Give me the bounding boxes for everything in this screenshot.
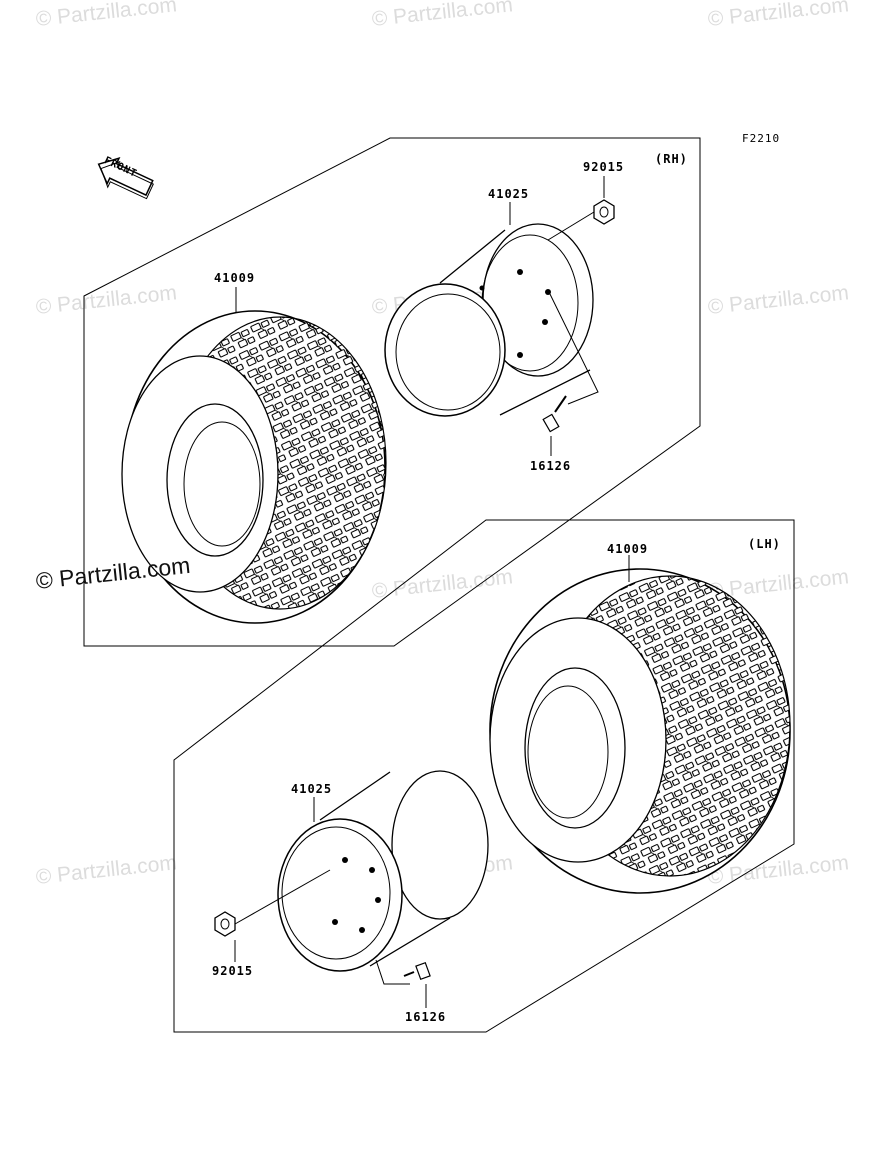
part-label-92015-rh[interactable]: 92015 (583, 160, 625, 174)
rh-nut (593, 199, 615, 225)
part-label-41025-lh[interactable]: 41025 (291, 782, 333, 796)
rh-valve (542, 395, 567, 433)
lh-nut (214, 911, 236, 937)
part-label-41009-rh[interactable]: 41009 (214, 271, 256, 285)
lh-side-label: (LH) (748, 537, 781, 551)
part-label-41009-lh[interactable]: 41009 (607, 542, 649, 556)
figure-code: F2210 (742, 132, 781, 145)
rh-tire (121, 310, 387, 624)
part-label-41025-rh[interactable]: 41025 (488, 187, 530, 201)
rh-wheel (384, 223, 594, 417)
part-label-16126-rh[interactable]: 16126 (530, 459, 572, 473)
lh-valve (403, 961, 431, 981)
front-arrow-icon (97, 157, 154, 200)
part-label-16126-lh[interactable]: 16126 (405, 1010, 447, 1024)
part-label-92015-lh[interactable]: 92015 (212, 964, 254, 978)
rh-panel-border (83, 137, 701, 647)
lh-panel-border (173, 519, 795, 1033)
rh-side-label: (RH) (655, 152, 688, 166)
lh-tire (489, 568, 791, 894)
lh-wheel (277, 770, 489, 972)
